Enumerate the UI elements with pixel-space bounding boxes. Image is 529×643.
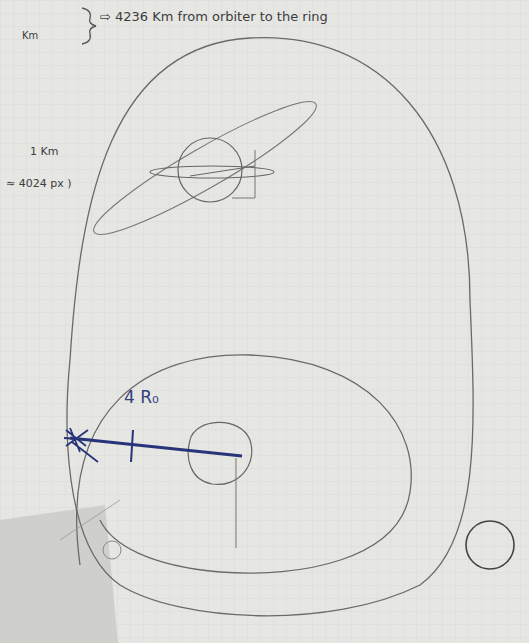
tick-mark (131, 430, 133, 462)
annotation-label: ⇨ 4236 Km from orbiter to the ring (100, 10, 328, 24)
small-circle (103, 541, 121, 559)
leader-line (236, 458, 237, 548)
orbit-outline (67, 38, 473, 616)
annotation-label: 4 R₀ (124, 388, 159, 407)
scribble-mark (64, 428, 98, 462)
planet-circle (178, 138, 242, 202)
annotation-label: Km (22, 30, 38, 41)
annotation-label: ≈ 4024 px ) (6, 178, 71, 190)
radius-line (70, 438, 242, 456)
leader-line (60, 500, 120, 540)
inner-orbit (77, 355, 412, 573)
annotation-label: 1 Km (30, 146, 58, 158)
bracket (82, 8, 96, 44)
paper-scrap (0, 505, 118, 643)
leader-line (190, 166, 255, 176)
leader-line (232, 150, 255, 198)
ring-ellipse (84, 87, 326, 250)
small-circle (466, 521, 514, 569)
